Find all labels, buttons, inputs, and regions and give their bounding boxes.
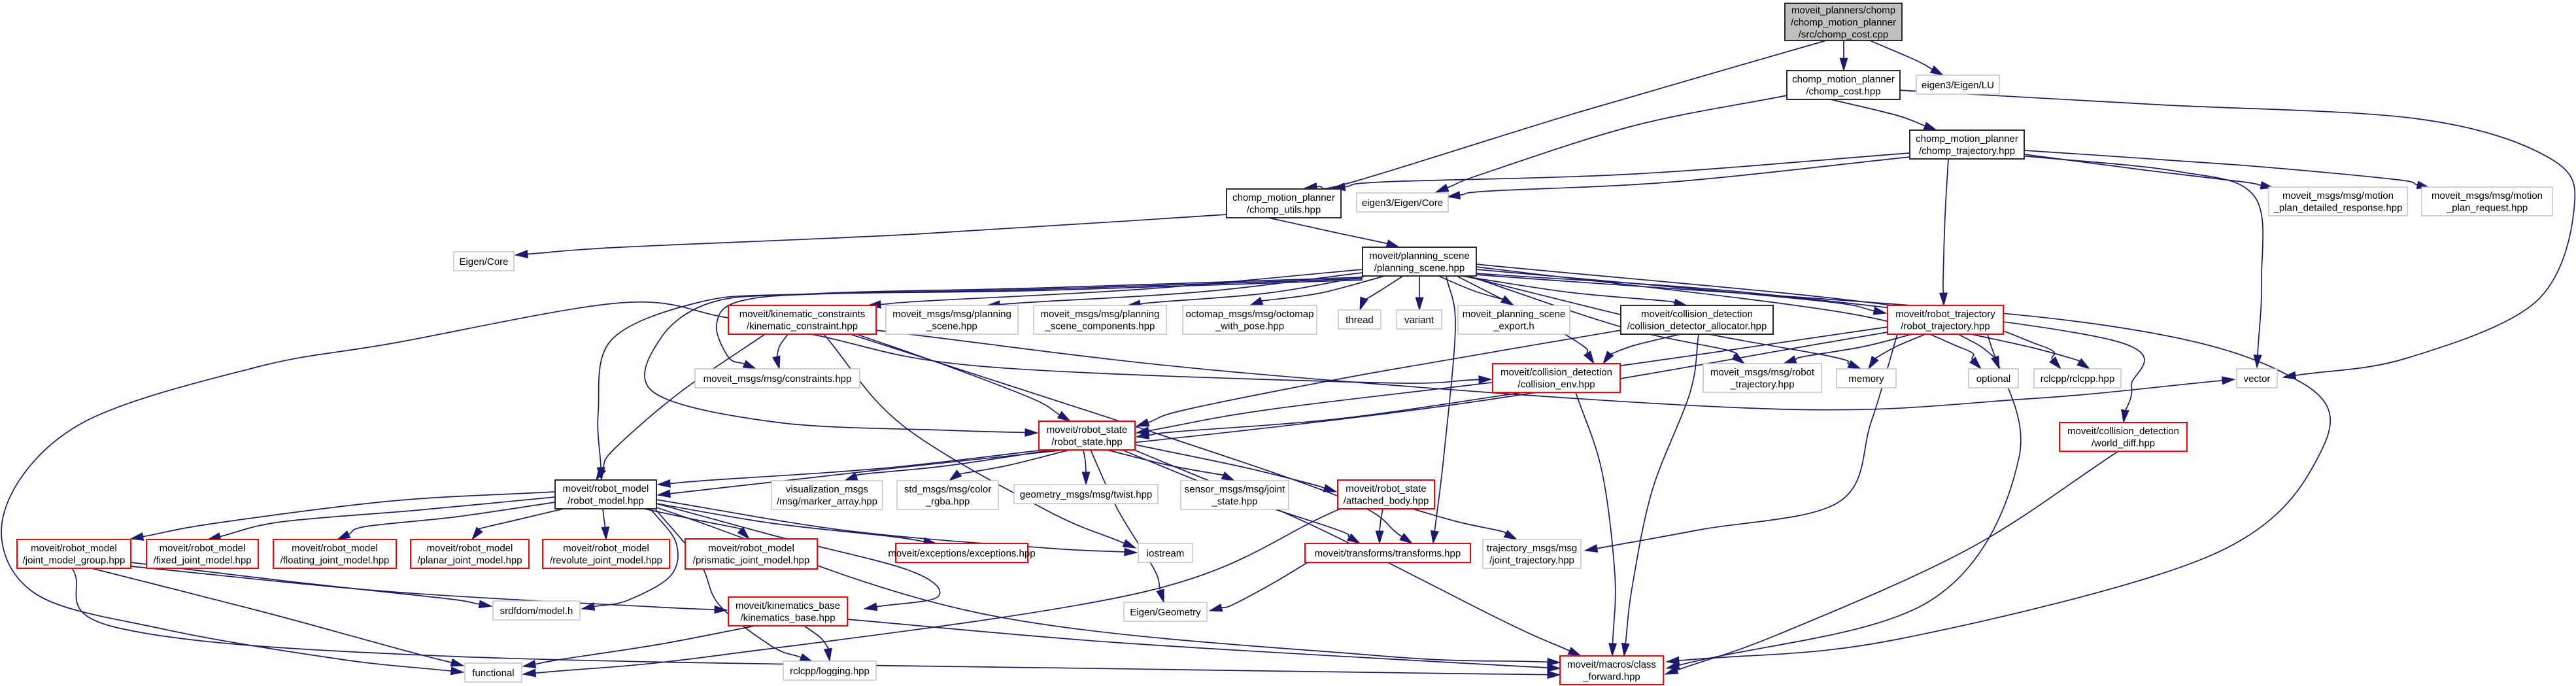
svg-text:moveit_planners/chomp: moveit_planners/chomp [1791,5,1895,16]
svg-text:Eigen/Core: Eigen/Core [459,256,508,267]
svg-text:moveit/kinematics_base: moveit/kinematics_base [736,600,840,611]
svg-text:variant: variant [1404,315,1434,326]
svg-text:/planar_joint_model.hpp: /planar_joint_model.hpp [417,555,522,566]
svg-text:octomap_msgs/msg/octomap: octomap_msgs/msg/octomap [1186,309,1314,320]
svg-text:srdfdom/model.h: srdfdom/model.h [500,606,573,617]
svg-text:moveit/collision_detection: moveit/collision_detection [1641,309,1753,320]
svg-text:_state.hpp: _state.hpp [1211,496,1257,507]
svg-text:rclcpp/rclcpp.hpp: rclcpp/rclcpp.hpp [2041,373,2114,385]
svg-text:/robot_model.hpp: /robot_model.hpp [568,496,644,507]
svg-text:chomp_motion_planner: chomp_motion_planner [1916,133,2018,145]
svg-text:moveit/robot_state: moveit/robot_state [1346,483,1426,494]
svg-text:moveit/robot_model: moveit/robot_model [563,483,649,494]
svg-text:moveit/robot_model: moveit/robot_model [427,543,513,554]
svg-text:/chomp_motion_planner: /chomp_motion_planner [1791,17,1896,28]
svg-text:/robot_state.hpp: /robot_state.hpp [1051,437,1122,448]
svg-text:thread: thread [1346,315,1374,326]
svg-text:rclcpp/logging.hpp: rclcpp/logging.hpp [790,666,870,677]
svg-text:/kinematics_base.hpp: /kinematics_base.hpp [740,613,835,624]
svg-text:vector: vector [2244,373,2271,385]
svg-text:iostream: iostream [1147,548,1185,559]
svg-text:moveit/macros/class: moveit/macros/class [1567,659,1656,670]
svg-text:/fixed_joint_model.hpp: /fixed_joint_model.hpp [153,555,251,566]
svg-text:moveit/robot_trajectory: moveit/robot_trajectory [1895,309,1995,320]
svg-text:moveit/robot_state: moveit/robot_state [1047,424,1127,436]
svg-text:moveit/robot_model: moveit/robot_model [292,543,378,554]
svg-text:moveit/robot_model: moveit/robot_model [708,543,794,554]
svg-text:/chomp_cost.hpp: /chomp_cost.hpp [1806,86,1880,97]
svg-text:_export.h: _export.h [1493,321,1534,332]
svg-text:functional: functional [472,668,514,679]
svg-text:/prismatic_joint_model.hpp: /prismatic_joint_model.hpp [693,555,809,566]
svg-text:moveit/exceptions/exceptions.h: moveit/exceptions/exceptions.hpp [888,548,1035,559]
svg-text:Eigen/Geometry: Eigen/Geometry [1130,607,1201,618]
svg-text:_trajectory.hpp: _trajectory.hpp [1729,379,1794,390]
svg-text:moveit/robot_model: moveit/robot_model [563,543,649,554]
svg-text:/floating_joint_model.hpp: /floating_joint_model.hpp [280,555,390,566]
svg-text:_forward.hpp: _forward.hpp [1582,672,1640,683]
svg-text:/chomp_trajectory.hpp: /chomp_trajectory.hpp [1919,146,2015,157]
svg-text:/chomp_utils.hpp: /chomp_utils.hpp [1247,205,1321,216]
svg-text:eigen3/Eigen/LU: eigen3/Eigen/LU [1922,80,1994,91]
svg-text:moveit/planning_scene: moveit/planning_scene [1369,250,1469,262]
svg-text:chomp_motion_planner: chomp_motion_planner [1792,74,1895,85]
svg-text:_scene.hpp: _scene.hpp [926,321,977,332]
svg-text:visualization_msgs: visualization_msgs [786,484,868,495]
svg-text:sensor_msgs/msg/joint: sensor_msgs/msg/joint [1185,484,1285,495]
svg-text:geometry_msgs/msg/twist.hpp: geometry_msgs/msg/twist.hpp [1020,489,1153,500]
svg-text:optional: optional [1976,373,2011,385]
svg-text:moveit_msgs/msg/constraints.hp: moveit_msgs/msg/constraints.hpp [703,373,852,385]
svg-text:/world_diff.hpp: /world_diff.hpp [2092,438,2155,449]
svg-text:/attached_body.hpp: /attached_body.hpp [1344,496,1429,507]
svg-text:_with_pose.hpp: _with_pose.hpp [1215,321,1284,332]
svg-text:moveit/transforms/transforms.h: moveit/transforms/transforms.hpp [1315,548,1461,559]
svg-text:moveit_msgs/msg/motion: moveit_msgs/msg/motion [2282,190,2394,201]
svg-text:std_msgs/msg/color: std_msgs/msg/color [904,484,991,495]
svg-text:/robot_trajectory.hpp: /robot_trajectory.hpp [1901,321,1990,332]
svg-text:memory: memory [1848,373,1884,385]
svg-text:moveit/robot_model: moveit/robot_model [160,543,246,554]
svg-text:_rgba.hpp: _rgba.hpp [925,496,970,507]
svg-text:_plan_request.hpp: _plan_request.hpp [2446,203,2528,214]
svg-text:moveit_planning_scene: moveit_planning_scene [1463,309,1566,320]
svg-text:/kinematic_constraint.hpp: /kinematic_constraint.hpp [747,321,858,332]
svg-text:eigen3/Eigen/Core: eigen3/Eigen/Core [1362,197,1443,209]
svg-text:/joint_model_group.hpp: /joint_model_group.hpp [23,555,126,566]
svg-text:moveit/collision_detection: moveit/collision_detection [2067,426,2179,437]
svg-text:/msg/marker_array.hpp: /msg/marker_array.hpp [777,496,877,507]
svg-text:moveit_msgs/msg/robot: moveit_msgs/msg/robot [1710,367,1815,378]
svg-text:_plan_detailed_response.hpp: _plan_detailed_response.hpp [2273,203,2403,214]
svg-text:moveit/robot_model: moveit/robot_model [31,543,117,554]
svg-text:/joint_trajectory.hpp: /joint_trajectory.hpp [1489,555,1574,566]
svg-text:/src/chomp_cost.cpp: /src/chomp_cost.cpp [1799,29,1889,40]
svg-text:chomp_motion_planner: chomp_motion_planner [1232,192,1335,203]
svg-text:moveit/kinematic_constraints: moveit/kinematic_constraints [739,309,866,320]
svg-text:moveit_msgs/msg/planning: moveit_msgs/msg/planning [892,309,1011,320]
svg-text:/collision_detector_allocator.: /collision_detector_allocator.hpp [1627,321,1767,332]
svg-text:_scene_components.hpp: _scene_components.hpp [1045,321,1155,332]
svg-text:/collision_env.hpp: /collision_env.hpp [1517,379,1595,390]
svg-text:moveit/collision_detection: moveit/collision_detection [1500,367,1612,378]
svg-text:/revolute_joint_model.hpp: /revolute_joint_model.hpp [550,555,662,566]
svg-text:moveit_msgs/msg/motion: moveit_msgs/msg/motion [2432,190,2543,201]
svg-text:/planning_scene.hpp: /planning_scene.hpp [1374,263,1465,274]
svg-text:trajectory_msgs/msg: trajectory_msgs/msg [1487,543,1577,554]
svg-text:moveit_msgs/msg/planning: moveit_msgs/msg/planning [1041,309,1160,320]
